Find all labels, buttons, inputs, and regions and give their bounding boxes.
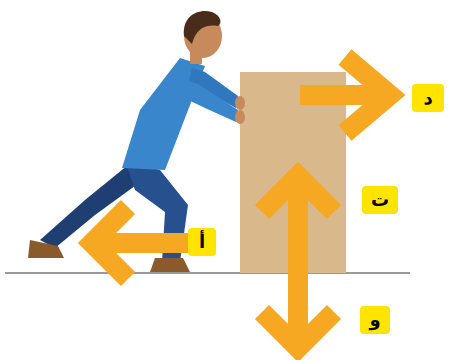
front-shoe xyxy=(150,258,190,272)
arrow-head xyxy=(345,57,390,133)
arrow-head xyxy=(262,312,334,348)
force-arrow xyxy=(288,172,308,348)
callout-letter: د xyxy=(412,84,444,112)
hand xyxy=(235,110,245,124)
ground-line xyxy=(5,272,410,274)
arrow-head xyxy=(92,207,128,279)
back-shoe xyxy=(28,240,64,258)
hair xyxy=(184,11,221,44)
callout-letter: ت xyxy=(362,186,398,214)
front-arm xyxy=(180,80,238,122)
hand xyxy=(235,96,245,110)
arrow-head xyxy=(262,176,334,212)
callout-letter: و xyxy=(360,306,390,334)
callout-letter: أ xyxy=(188,228,216,256)
